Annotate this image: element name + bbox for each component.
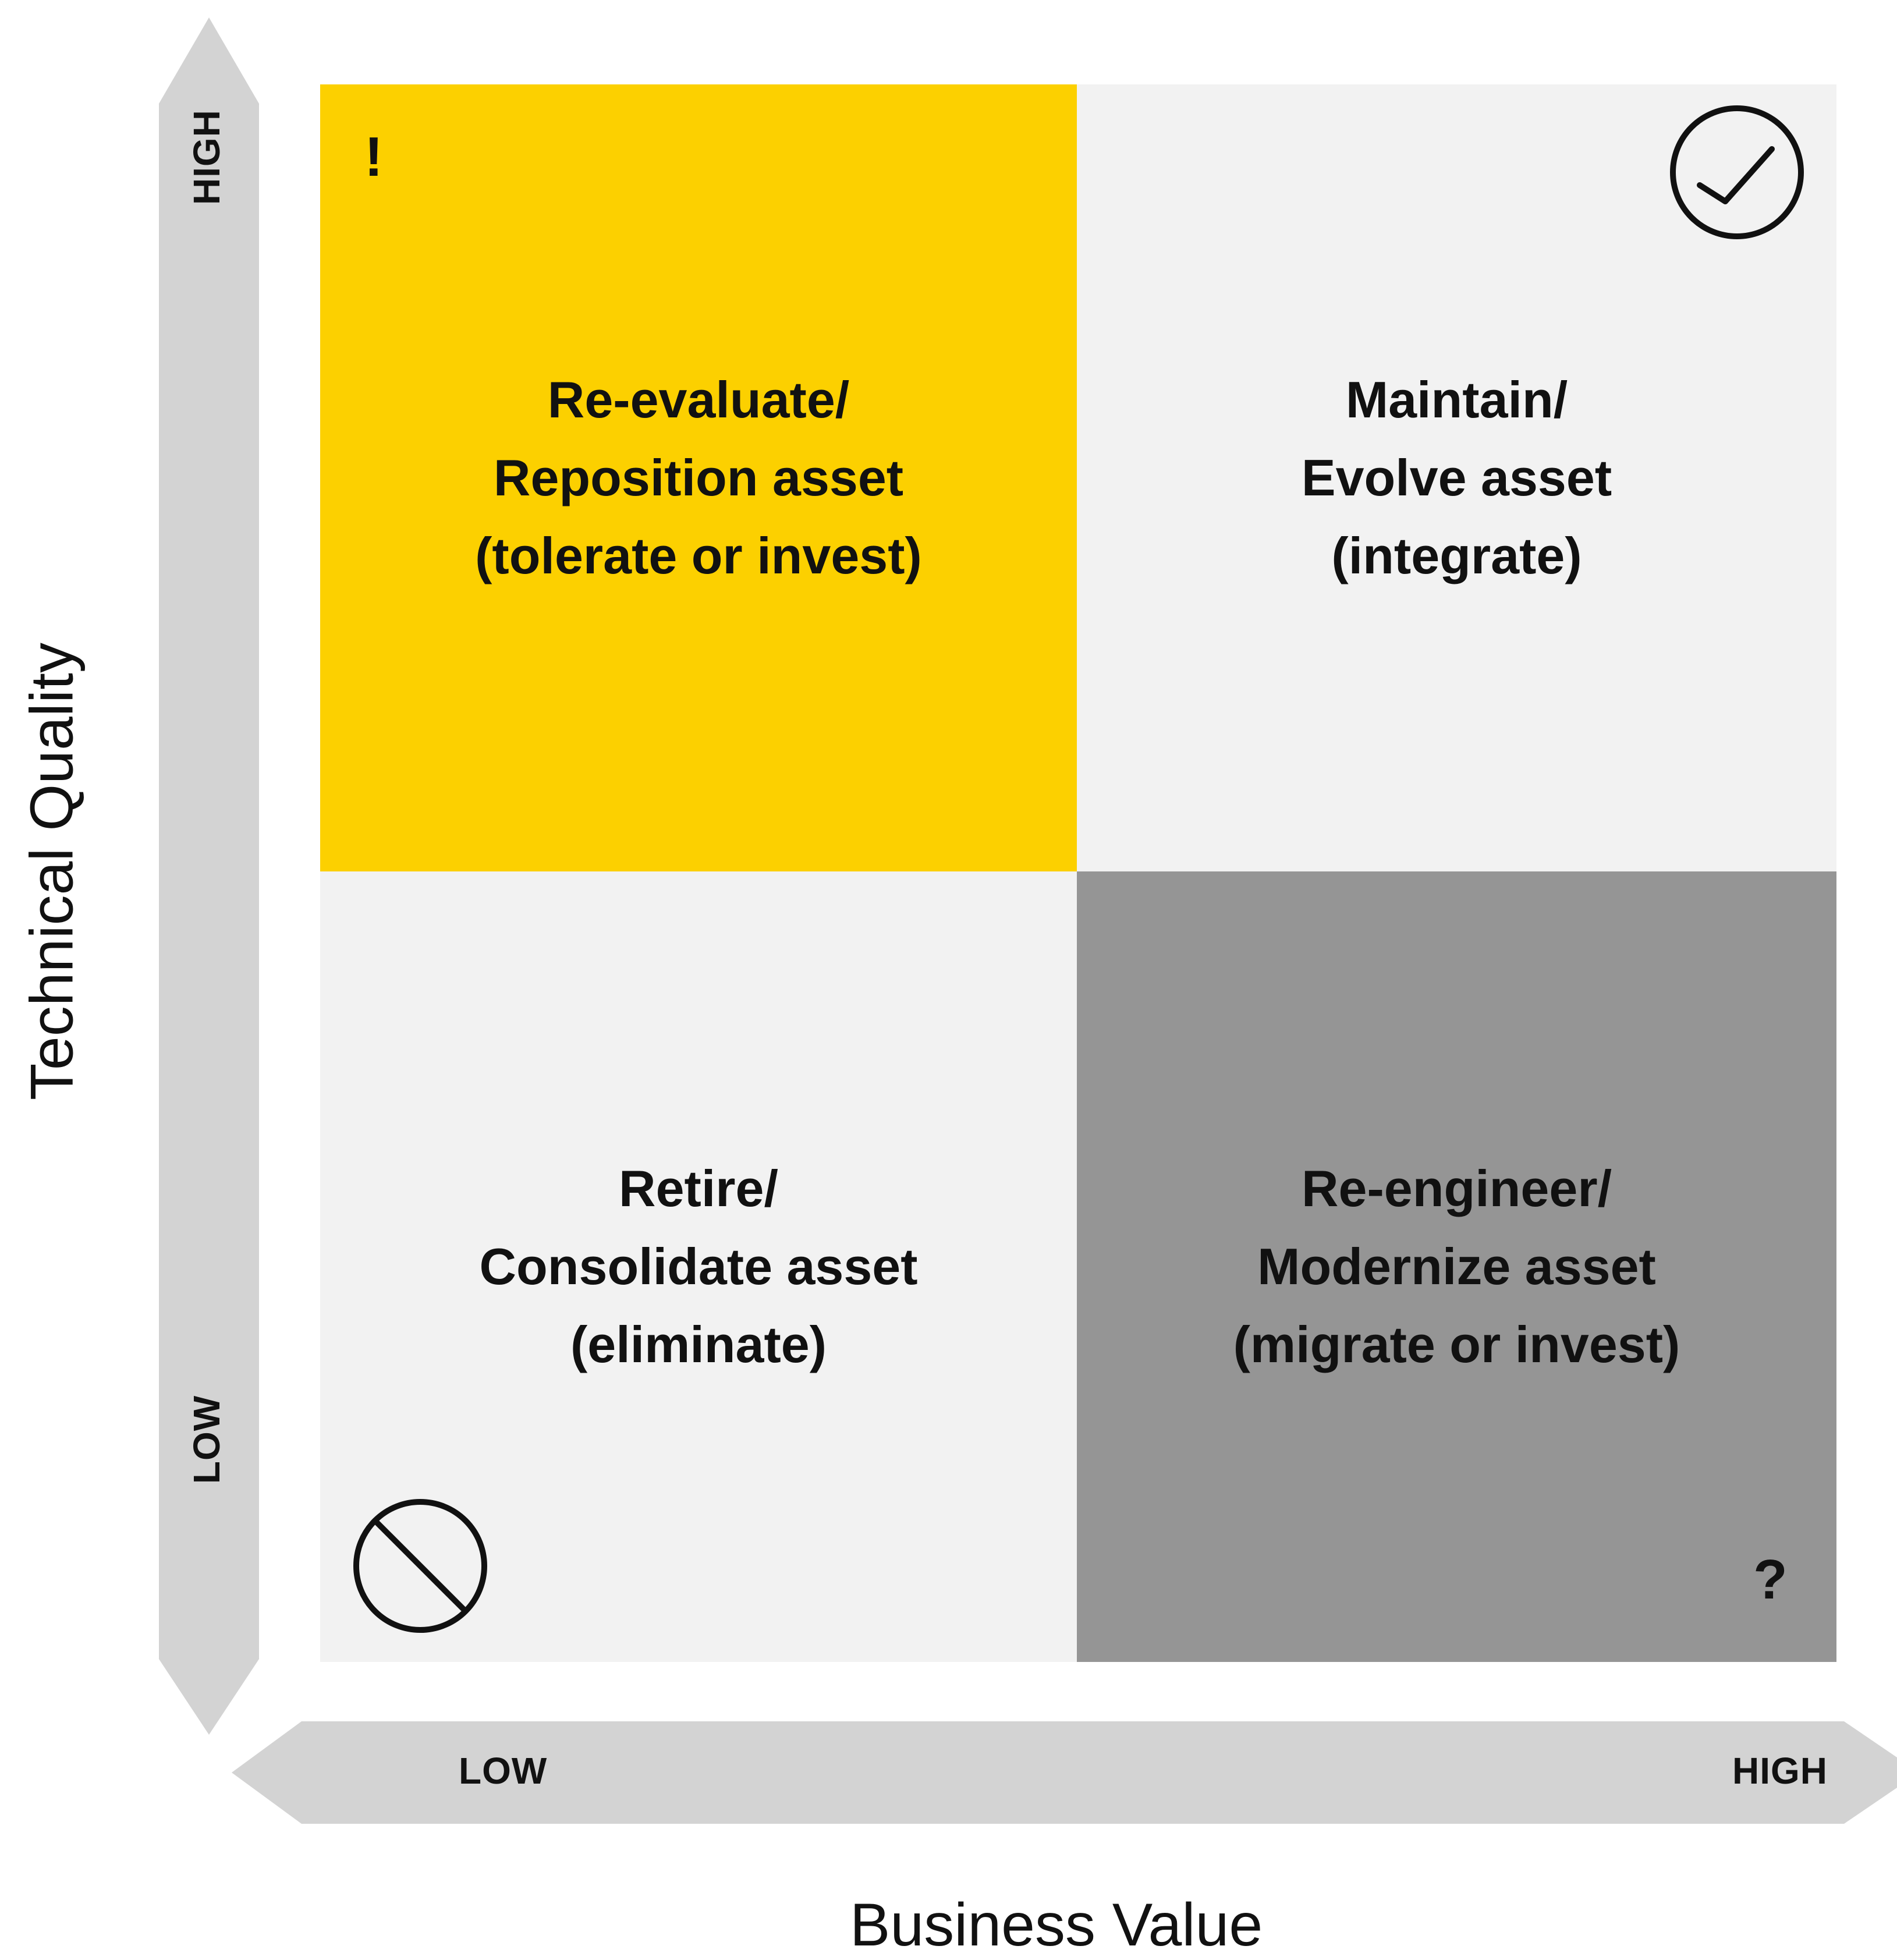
quadrant-bottom-right: Re-engineer/ Modernize asset (migrate or…: [1077, 871, 1836, 1662]
quadrant-line: (integrate): [1331, 527, 1582, 584]
quadrant-line: (eliminate): [570, 1316, 827, 1373]
quadrant-label: Re-evaluate/ Reposition asset (tolerate …: [320, 361, 1077, 595]
y-axis-high-label: HIGH: [186, 109, 228, 205]
quadrant-label: Maintain/ Evolve asset (integrate): [1077, 361, 1836, 595]
x-axis-high-label: HIGH: [1732, 1750, 1828, 1792]
x-axis-title: Business Value: [850, 1891, 1263, 1959]
quadrant-top-right: Maintain/ Evolve asset (integrate): [1077, 84, 1836, 871]
quadrant-line: Consolidate asset: [479, 1238, 918, 1295]
y-axis-title: Technical Quality: [18, 642, 86, 1101]
x-axis-arrow: [232, 1721, 1897, 1824]
quadrant-line: Evolve asset: [1301, 449, 1612, 506]
quadrant-top-left: Re-evaluate/ Reposition asset (tolerate …: [320, 84, 1077, 871]
quadrant-line: Maintain/: [1345, 371, 1568, 428]
quadrant-label: Re-engineer/ Modernize asset (migrate or…: [1077, 1150, 1836, 1384]
quadrant-line: Re-engineer/: [1301, 1160, 1612, 1217]
quadrant-line: (migrate or invest): [1233, 1316, 1680, 1373]
y-axis-arrow: [159, 17, 259, 1735]
quadrant-bottom-left: Retire/ Consolidate asset (eliminate): [320, 871, 1077, 1662]
quadrant-line: Modernize asset: [1257, 1238, 1656, 1295]
quadrant-line: Retire/: [619, 1160, 778, 1217]
exclamation-icon: !: [364, 126, 383, 188]
prohibited-icon: [353, 1499, 487, 1633]
quadrant-label: Retire/ Consolidate asset (eliminate): [320, 1150, 1077, 1384]
quadrant-line: (tolerate or invest): [475, 527, 922, 584]
quadrant-line: Re-evaluate/: [547, 371, 850, 428]
checkmark-circle-icon: [1670, 105, 1804, 239]
y-axis-low-label: LOW: [186, 1395, 228, 1484]
x-axis-low-label: LOW: [459, 1750, 548, 1792]
quadrant-line: Reposition asset: [493, 449, 904, 506]
question-icon: ?: [1753, 1548, 1788, 1611]
